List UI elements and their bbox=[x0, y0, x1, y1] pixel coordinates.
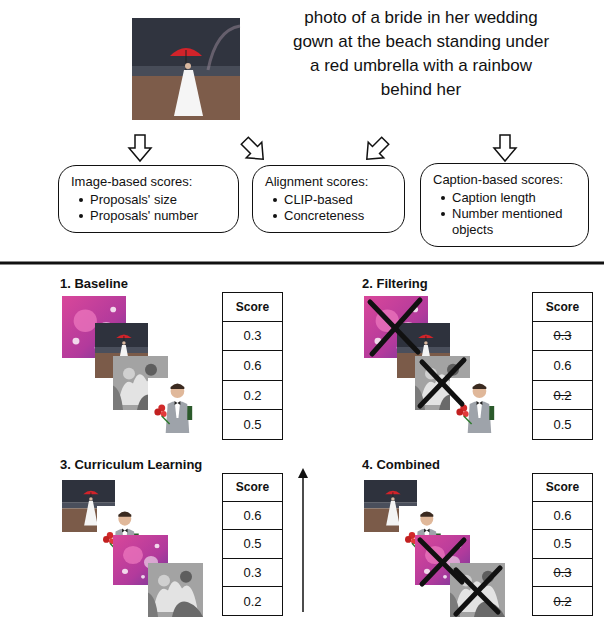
table-header: Score bbox=[546, 480, 579, 494]
score-value: 0.3 bbox=[243, 328, 261, 343]
bullet-text: Number mentioned objects bbox=[452, 206, 578, 238]
bullet-dot bbox=[273, 198, 277, 202]
table-header: Score bbox=[236, 480, 269, 494]
table-cell: Score bbox=[532, 292, 593, 322]
table-cell: 0.3 bbox=[222, 321, 283, 352]
bullet-item: Caption length bbox=[433, 190, 578, 206]
bullet-item: Proposals' number bbox=[71, 208, 228, 224]
score-value: 0.2 bbox=[553, 594, 571, 609]
table-cell: 0.6 bbox=[532, 350, 593, 381]
caption-text: photo of a bride in her wedding gown at … bbox=[290, 6, 552, 102]
table-header: Score bbox=[236, 300, 269, 314]
table-cell: Score bbox=[222, 473, 283, 502]
score-value: 0.3 bbox=[553, 328, 571, 343]
bullet-text: Proposals' number bbox=[90, 208, 198, 224]
bullet-item: CLIP-based bbox=[265, 192, 394, 208]
score-value: 0.6 bbox=[243, 358, 261, 373]
score-box: Alignment scores: CLIP-basedConcreteness bbox=[252, 165, 405, 233]
bullet-dot bbox=[441, 196, 445, 200]
panel-title: 3. Curriculum Learning bbox=[60, 457, 230, 473]
cross-mark bbox=[370, 300, 464, 406]
score-value: 0.5 bbox=[553, 417, 571, 432]
thumbnail-stack bbox=[364, 480, 505, 617]
thumbnail-stack bbox=[364, 296, 504, 433]
bullet-text: Proposals' size bbox=[90, 192, 177, 208]
bullet-dot bbox=[273, 214, 277, 218]
bullet-item: Proposals' size bbox=[71, 192, 228, 208]
score-value: 0.6 bbox=[553, 358, 571, 373]
score-value: 0.2 bbox=[243, 594, 261, 609]
table-cell: 0.5 bbox=[532, 409, 593, 440]
box-heading: Alignment scores: bbox=[265, 174, 394, 190]
score-value: 0.3 bbox=[553, 565, 571, 580]
bride-photo bbox=[132, 18, 240, 125]
table-header: Score bbox=[546, 300, 579, 314]
score-value: 0.2 bbox=[553, 388, 571, 403]
score-value: 0.3 bbox=[243, 565, 261, 580]
table-cell: 0.5 bbox=[222, 529, 283, 559]
score-value: 0.5 bbox=[553, 536, 571, 551]
thumbnail-stack bbox=[62, 480, 203, 617]
cross-mark bbox=[420, 540, 500, 614]
bullet-text: Caption length bbox=[452, 190, 536, 206]
table-cell: 0.2 bbox=[222, 586, 283, 616]
table-cell: 0.2 bbox=[532, 380, 593, 411]
order-arrow bbox=[298, 468, 308, 612]
table-cell: 0.5 bbox=[222, 409, 283, 440]
bullet-text: Concreteness bbox=[284, 208, 364, 224]
panel-title: 1. Baseline bbox=[60, 276, 230, 292]
bullet-dot bbox=[441, 212, 445, 216]
thumbnail-stack bbox=[62, 296, 202, 433]
score-value: 0.6 bbox=[243, 508, 261, 523]
table-cell: 0.2 bbox=[532, 586, 593, 616]
hollow-arrow bbox=[129, 135, 151, 161]
table-cell: 0.5 bbox=[532, 529, 593, 559]
bullet-item: Concreteness bbox=[265, 208, 394, 224]
score-value: 0.6 bbox=[553, 508, 571, 523]
score-value: 0.5 bbox=[243, 536, 261, 551]
score-box: Caption-based scores: Caption lengthNumbe… bbox=[420, 163, 589, 247]
bullet-text: CLIP-based bbox=[284, 192, 353, 208]
table-cell: 0.6 bbox=[222, 350, 283, 381]
score-box: Image-based scores: Proposals' sizePropos… bbox=[58, 165, 239, 233]
score-value: 0.5 bbox=[243, 417, 261, 432]
table-cell: 0.2 bbox=[222, 380, 283, 411]
bullet-item: Number mentioned objects bbox=[433, 206, 578, 238]
divider-line bbox=[0, 262, 604, 265]
panel-title: 4. Combined bbox=[362, 457, 532, 473]
table-cell: 0.3 bbox=[532, 558, 593, 588]
box-heading: Caption-based scores: bbox=[433, 172, 578, 188]
hollow-arrow bbox=[359, 133, 393, 167]
bullet-dot bbox=[79, 198, 83, 202]
table-cell: 0.6 bbox=[222, 501, 283, 531]
bullet-dot bbox=[79, 214, 83, 218]
hollow-arrow bbox=[237, 133, 271, 167]
table-cell: Score bbox=[222, 292, 283, 322]
box-heading: Image-based scores: bbox=[71, 174, 228, 190]
table-cell: 0.6 bbox=[532, 501, 593, 531]
hollow-arrow bbox=[494, 135, 516, 161]
table-cell: 0.3 bbox=[222, 558, 283, 588]
table-cell: 0.3 bbox=[532, 321, 593, 352]
table-cell: Score bbox=[532, 473, 593, 502]
score-value: 0.2 bbox=[243, 388, 261, 403]
panel-title: 2. Filtering bbox=[362, 276, 532, 292]
